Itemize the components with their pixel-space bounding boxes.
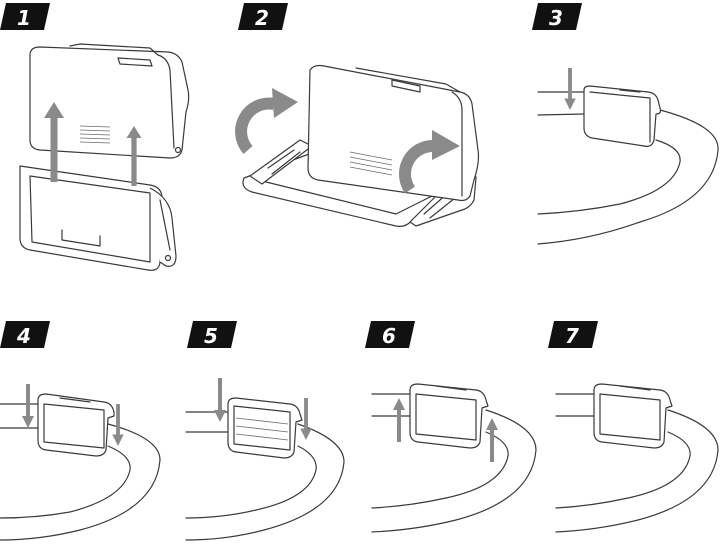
rotate-clockwise-icon (235, 88, 298, 154)
step-badge-6: 6 (365, 321, 415, 348)
step-badge-4: 4 (0, 321, 50, 348)
step-6-illustration (371, 383, 537, 533)
head-strap (0, 403, 161, 541)
step-badge-3: 3 (532, 3, 582, 30)
step-3-illustration (537, 68, 719, 245)
mounting-bracket (593, 383, 673, 449)
step-number: 5 (204, 324, 218, 348)
mounting-bracket (37, 393, 115, 457)
rotate-clockwise-icon (398, 130, 460, 194)
step-7-illustration (555, 383, 719, 533)
step-badge-7: 7 (548, 321, 598, 348)
lamp-body (307, 64, 480, 202)
step-number: 3 (549, 6, 563, 30)
step-badge-2: 2 (238, 3, 288, 30)
arrow-down-icon (214, 378, 226, 422)
head-strap (537, 91, 719, 245)
step-badge-5: 5 (187, 321, 237, 348)
mounting-bracket (227, 397, 303, 459)
lamp-body (29, 43, 190, 159)
head-strap (371, 393, 537, 533)
step-4-illustration (0, 384, 161, 541)
step-number: 2 (255, 6, 269, 30)
step-5-illustration (185, 378, 345, 541)
arrow-up-icon (393, 398, 405, 442)
step-2-illustration (235, 64, 480, 227)
step-1-illustration (19, 43, 190, 271)
arrow-down-icon (22, 384, 34, 428)
head-strap (555, 393, 719, 533)
mounting-bracket (583, 85, 662, 147)
mounting-bracket (409, 383, 489, 449)
mounting-bracket (19, 165, 177, 271)
arrow-up-icon (486, 418, 498, 462)
step-badge-1: 1 (0, 3, 50, 30)
step-number: 4 (16, 324, 31, 348)
step-number: 1 (17, 6, 31, 30)
arrow-down-icon (564, 68, 576, 110)
step-number: 6 (382, 324, 396, 348)
step-number: 7 (565, 324, 579, 348)
